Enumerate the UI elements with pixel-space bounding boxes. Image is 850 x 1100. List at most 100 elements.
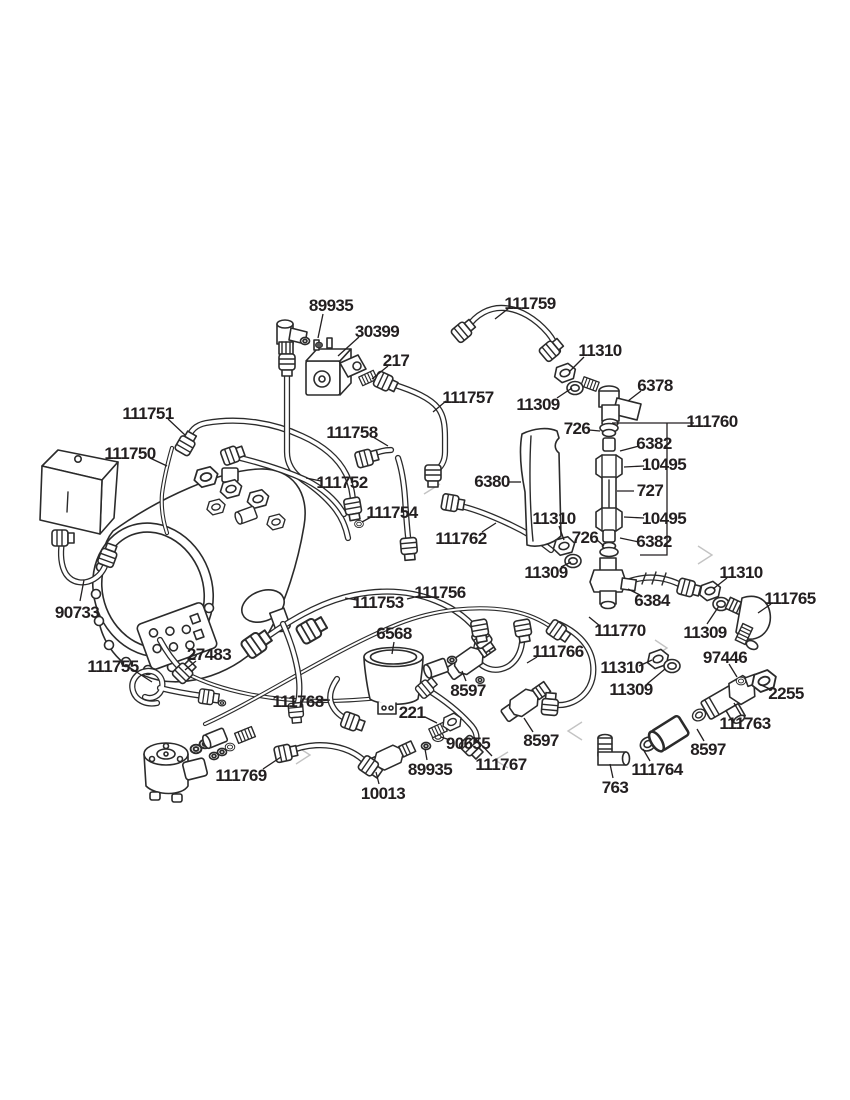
fitting xyxy=(421,657,450,680)
leader-6382-a xyxy=(619,445,640,452)
o-ring xyxy=(446,655,458,665)
leader-111765 xyxy=(757,603,772,614)
tube-nut xyxy=(197,687,221,707)
part-label-11310-d: 11310 xyxy=(600,658,643,677)
leader-89935-top xyxy=(317,313,324,339)
leader-27483 xyxy=(184,660,197,671)
part-label-11310-b: 11310 xyxy=(532,509,575,528)
part-label-111756: 111756 xyxy=(414,583,465,602)
leader-11310-d xyxy=(638,659,653,667)
leader-763 xyxy=(609,763,614,779)
leader-111750 xyxy=(149,457,168,467)
part-label-111769: 111769 xyxy=(215,766,266,785)
part-label-111759: 111759 xyxy=(504,294,555,313)
control-box-drawing xyxy=(39,449,119,535)
tee-valve-6384 xyxy=(589,557,638,610)
part-label-111755: 111755 xyxy=(87,657,138,676)
leader-2255 xyxy=(758,683,773,691)
part-label-11309-c: 11309 xyxy=(683,623,726,642)
part-label-8597-b: 8597 xyxy=(523,731,559,750)
leader-90733 xyxy=(79,579,85,602)
measuring-cup-6568 xyxy=(363,646,424,715)
o-ring xyxy=(299,336,311,346)
leader-221 xyxy=(424,716,438,724)
part-label-111754: 111754 xyxy=(366,503,418,522)
leader-10495-b xyxy=(623,516,645,519)
leader-111756 xyxy=(406,595,420,600)
part-label-89935-top: 89935 xyxy=(309,296,353,315)
boiler-top-fittings xyxy=(191,464,288,532)
part-label-8597-a: 8597 xyxy=(450,681,486,700)
leader-11310-a xyxy=(568,356,585,373)
washer-11309 xyxy=(663,658,681,674)
part-label-6382-a: 6382 xyxy=(636,434,672,453)
part-label-111768: 111768 xyxy=(272,692,323,711)
labels-layer: 8993530399217111757111759113101130963781… xyxy=(55,294,817,803)
washer xyxy=(224,742,236,752)
part-label-111762: 111762 xyxy=(435,529,486,548)
part-label-11309-b: 11309 xyxy=(524,563,567,582)
part-label-11310-a: 11310 xyxy=(578,341,621,360)
o-ring-89935 xyxy=(420,741,432,751)
leader-111752 xyxy=(305,477,322,482)
leader-111751 xyxy=(167,418,186,436)
part-label-30399: 30399 xyxy=(355,322,399,341)
part-label-111765: 111765 xyxy=(764,589,815,608)
nipple-fitting xyxy=(233,725,257,745)
leader-111758 xyxy=(372,436,389,447)
leader-111770 xyxy=(588,616,601,627)
leader-11310-b xyxy=(558,525,565,541)
part-label-8597-c: 8597 xyxy=(690,740,726,759)
leader-726-a xyxy=(588,429,601,432)
cover-plate-6380 xyxy=(519,427,562,547)
leader-89935-b xyxy=(424,748,428,761)
leader-11310-c xyxy=(712,577,728,590)
leader-11309-a xyxy=(556,387,573,399)
leader-111766 xyxy=(526,656,538,664)
leader-6384 xyxy=(627,588,641,596)
screw-89935 xyxy=(315,341,323,349)
leader-8597-b xyxy=(523,717,534,733)
leader-6568 xyxy=(391,641,395,655)
part-label-217: 217 xyxy=(383,351,410,370)
leader-217 xyxy=(371,365,389,380)
elbow-111765 xyxy=(724,595,772,651)
part-label-111757: 111757 xyxy=(442,388,493,407)
tube-nut xyxy=(278,353,296,377)
leader-111760 xyxy=(640,423,668,556)
part-label-11309-a: 11309 xyxy=(516,395,559,414)
tube-nut xyxy=(675,576,703,600)
leader-111759 xyxy=(494,307,510,320)
tube-111758 xyxy=(364,446,413,549)
part-label-27483: 27483 xyxy=(187,645,231,664)
leader-30399 xyxy=(337,336,360,357)
leader-10495-a xyxy=(623,465,645,468)
leader-8597-a xyxy=(461,670,467,682)
leader-111755 xyxy=(134,670,153,683)
leader-111753 xyxy=(344,597,358,601)
part-label-111767: 111767 xyxy=(475,755,526,774)
part-label-111758: 111758 xyxy=(326,423,377,442)
leader-111764 xyxy=(642,748,651,762)
part-label-10013: 10013 xyxy=(361,784,405,803)
leader-6382-b xyxy=(619,537,640,543)
boiler-drawing xyxy=(90,464,306,683)
cover-plate-curve xyxy=(529,435,534,542)
leader-11309-b xyxy=(560,561,572,568)
o-ring xyxy=(217,699,227,707)
part-label-726-b: 726 xyxy=(572,528,599,547)
part-label-111766: 111766 xyxy=(532,642,583,661)
elbow-fitting-top xyxy=(276,319,308,355)
plug-2255 xyxy=(744,667,780,695)
leader-111767 xyxy=(473,736,493,757)
leader-726-b xyxy=(596,539,605,547)
part-label-111763: 111763 xyxy=(719,714,770,733)
leader-10013 xyxy=(375,771,380,785)
valve-insert xyxy=(200,726,229,751)
part-label-111770: 111770 xyxy=(594,621,645,640)
leader-111768 xyxy=(319,699,331,702)
part-label-111760: 111760 xyxy=(686,412,737,431)
part-label-111752: 111752 xyxy=(316,473,367,492)
